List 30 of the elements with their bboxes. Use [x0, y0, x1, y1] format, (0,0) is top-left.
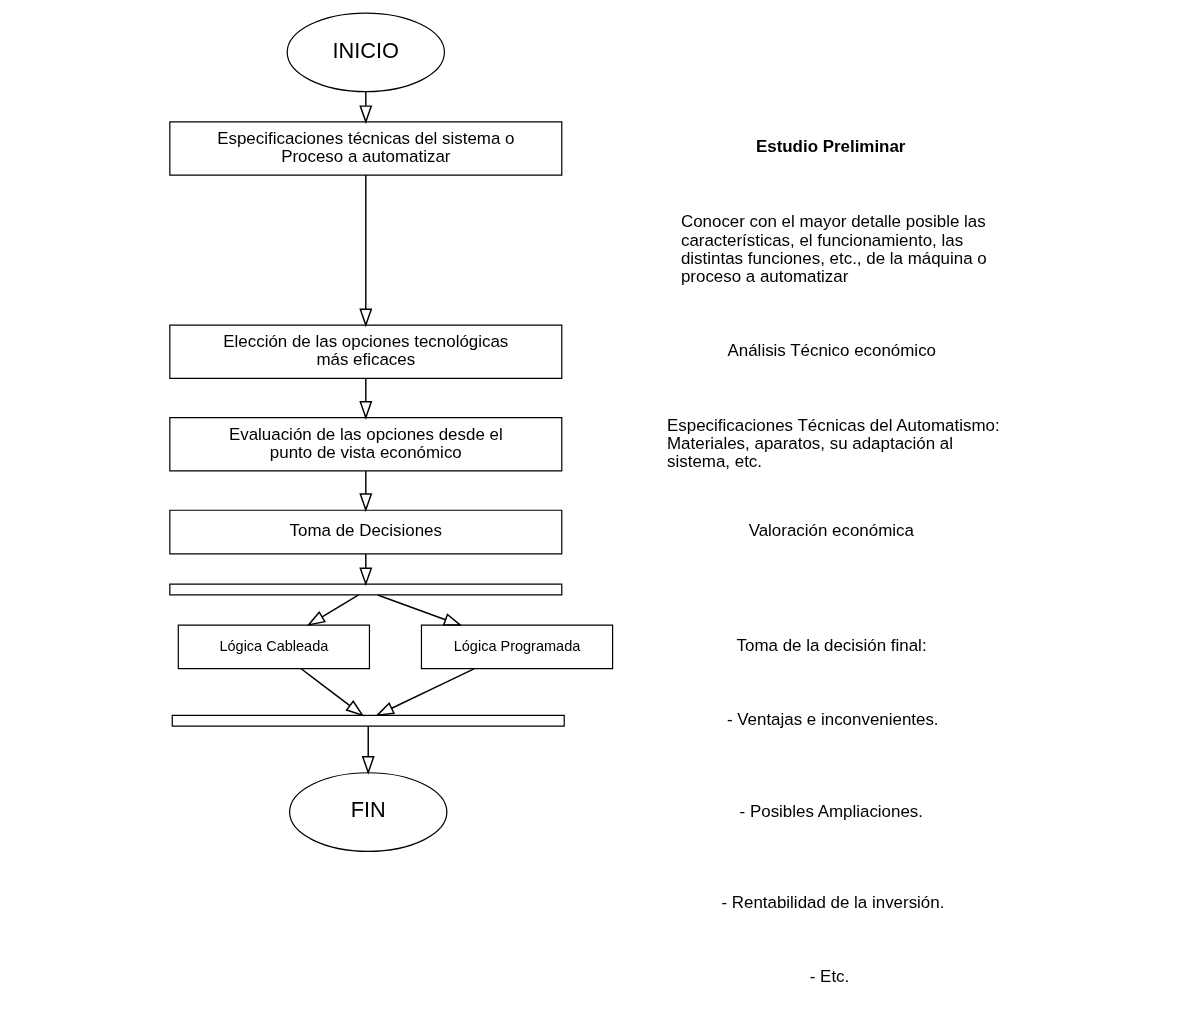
label: - Rentabilidad de la inversión. [720, 892, 944, 912]
arrow [358, 90, 372, 125]
node-box: Especificaciones técnicas del sistema o Proceso a automatizar [168, 121, 562, 176]
arrow [358, 174, 372, 328]
node-box: Lógica Programada [420, 624, 613, 670]
label: - Etc. [809, 966, 849, 986]
node-box: Evaluación de las opciones desde el punto de vista económico [168, 417, 562, 472]
node-box: Toma de Decisiones [168, 509, 562, 555]
arrow [361, 725, 375, 775]
label: Conocer con el mayor detalle posible las características, el funcionamiento, las distintas funciones, etc., de la máquina o proceso a automatizar [680, 212, 987, 286]
arrow [358, 470, 372, 512]
label: - Ventajas e inconvenientes. [726, 710, 939, 730]
arrow [299, 668, 364, 717]
arrow [374, 668, 475, 717]
label: Valoración económica [748, 521, 914, 541]
label: Toma de la decisión final: [736, 636, 927, 656]
node-bar [171, 714, 565, 727]
label: Especificaciones Técnicas del Automatismo: Materiales, aparatos, su adaptación al sistema, etc. [666, 415, 1000, 471]
label: - Posibles Ampliaciones. [739, 801, 923, 821]
arrow [358, 553, 372, 587]
arrow [376, 594, 462, 626]
node-box: Lógica Cableada [177, 624, 370, 670]
label: Estudio Preliminar [755, 136, 905, 156]
label: Análisis Técnico económico [727, 341, 936, 361]
node-ellipse: FIN [288, 772, 447, 852]
node-bar [168, 583, 562, 596]
node-box: Elección de las opciones tecnológicas más eficaces [168, 324, 562, 379]
arrow [306, 594, 359, 627]
node-ellipse: INICIO [286, 12, 445, 93]
arrow [358, 377, 372, 420]
